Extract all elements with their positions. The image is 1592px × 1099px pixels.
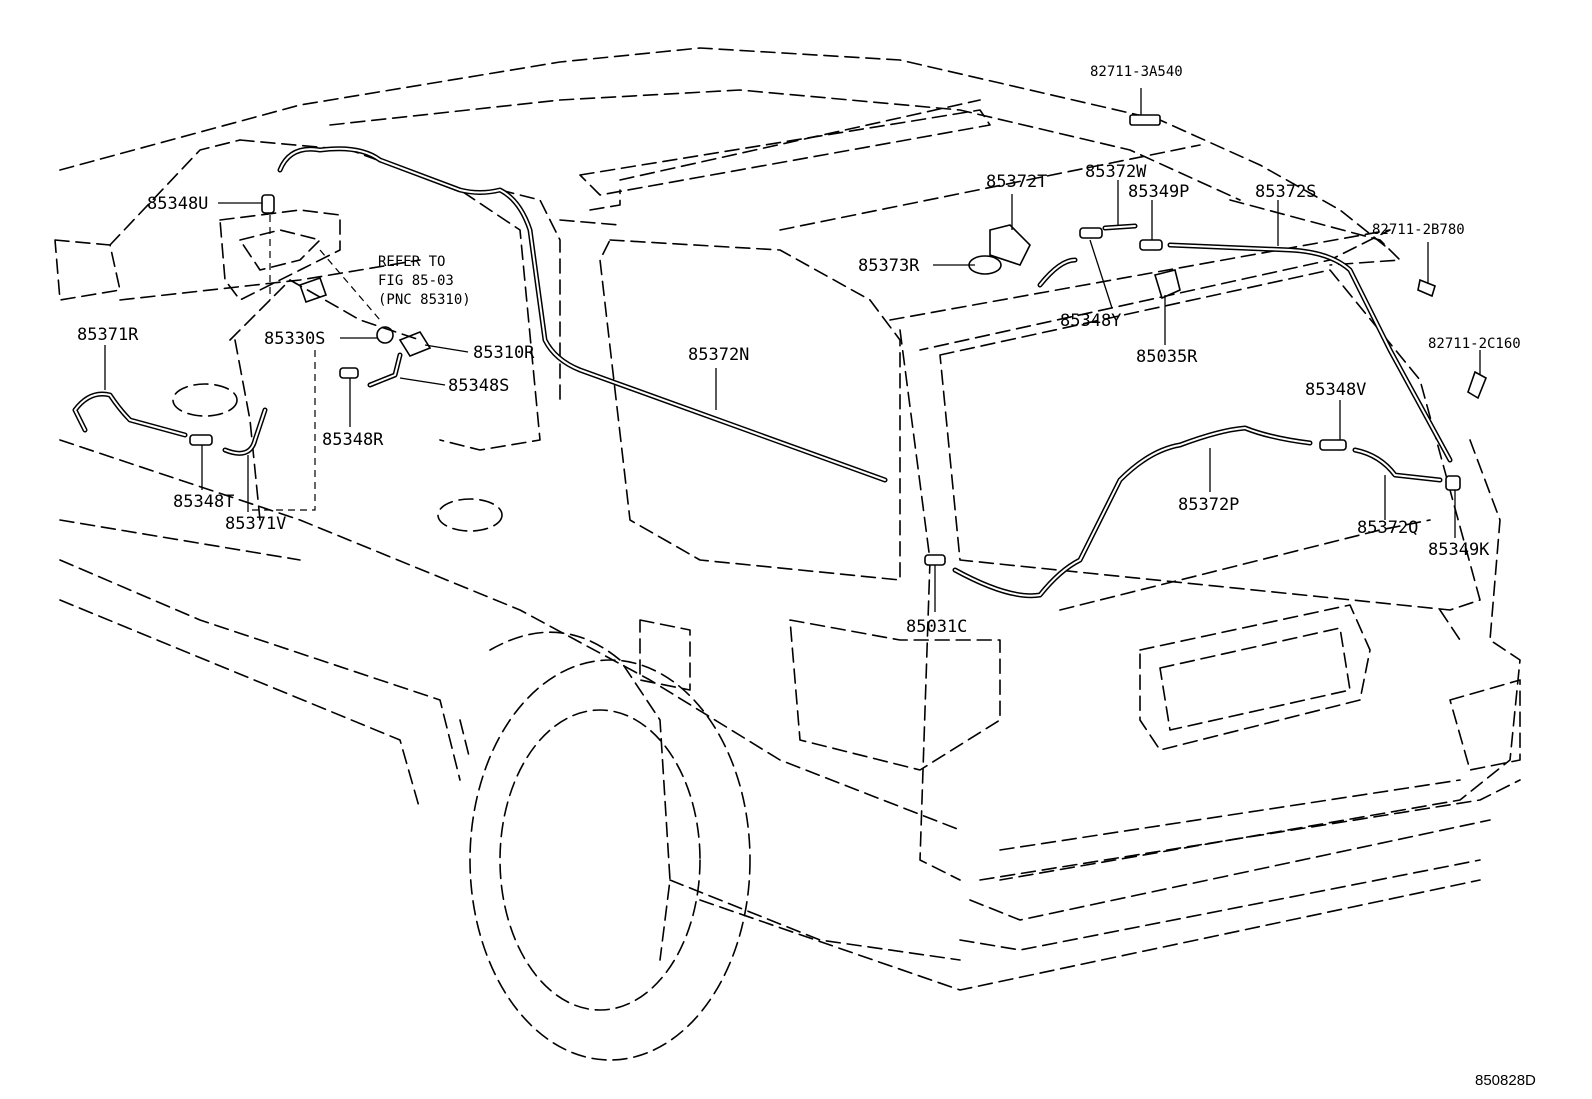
label-85031C: 85031C (906, 617, 967, 637)
label-85348V: 85348V (1305, 380, 1366, 400)
label-85373R: 85373R (858, 256, 920, 276)
label-85372P: 85372P (1178, 495, 1239, 515)
label-85372W: 85372W (1085, 162, 1147, 182)
hose-85372S (1167, 242, 1453, 463)
label-85348R: 85348R (322, 430, 384, 450)
label-85035R: 85035R (1136, 347, 1198, 367)
label-85348U: 85348U (147, 194, 208, 214)
label-82711-3A540: 82711-3A540 (1090, 64, 1183, 80)
label-85372T: 85372T (986, 172, 1047, 192)
hose-85371R (72, 391, 188, 438)
rear-wheel (459, 631, 751, 1061)
hose-85373R (1037, 257, 1078, 288)
label-85372S: 85372S (1255, 182, 1316, 202)
reference-line2: FIG 85-03 (378, 273, 454, 289)
label-85371R: 85371R (77, 325, 139, 345)
label-85348S: 85348S (448, 376, 509, 396)
label-85371V: 85371V (225, 514, 286, 534)
figure-id: 850828D (1475, 1072, 1536, 1089)
label-82711-2C160: 82711-2C160 (1428, 336, 1521, 352)
label-85348Y: 85348Y (1060, 311, 1121, 331)
reference-line3: (PNC 85310) (378, 292, 471, 308)
vehicle-body-outline (54, 47, 1521, 991)
connectors (189, 114, 1488, 566)
label-85348T: 85348T (173, 492, 234, 512)
label-85349P: 85349P (1128, 182, 1189, 202)
label-85372Q: 85372Q (1357, 518, 1418, 538)
leader-lines (104, 88, 1481, 612)
label-85330S: 85330S (264, 329, 325, 349)
hose-85372P (952, 425, 1313, 599)
washer-pump-assembly (219, 209, 432, 521)
reference-line1: REFER TO (378, 254, 445, 270)
label-85349K: 85349K (1428, 540, 1490, 560)
part-labels: 82711-3A540 82711-2B780 82711-2C160 8537… (77, 64, 1536, 1089)
label-82711-2B780: 82711-2B780 (1372, 222, 1465, 238)
washer-hoses (72, 146, 1453, 599)
reference-lines (250, 215, 381, 511)
label-85310R: 85310R (473, 343, 535, 363)
hose-85371V (222, 407, 268, 456)
label-85372N: 85372N (688, 345, 749, 365)
